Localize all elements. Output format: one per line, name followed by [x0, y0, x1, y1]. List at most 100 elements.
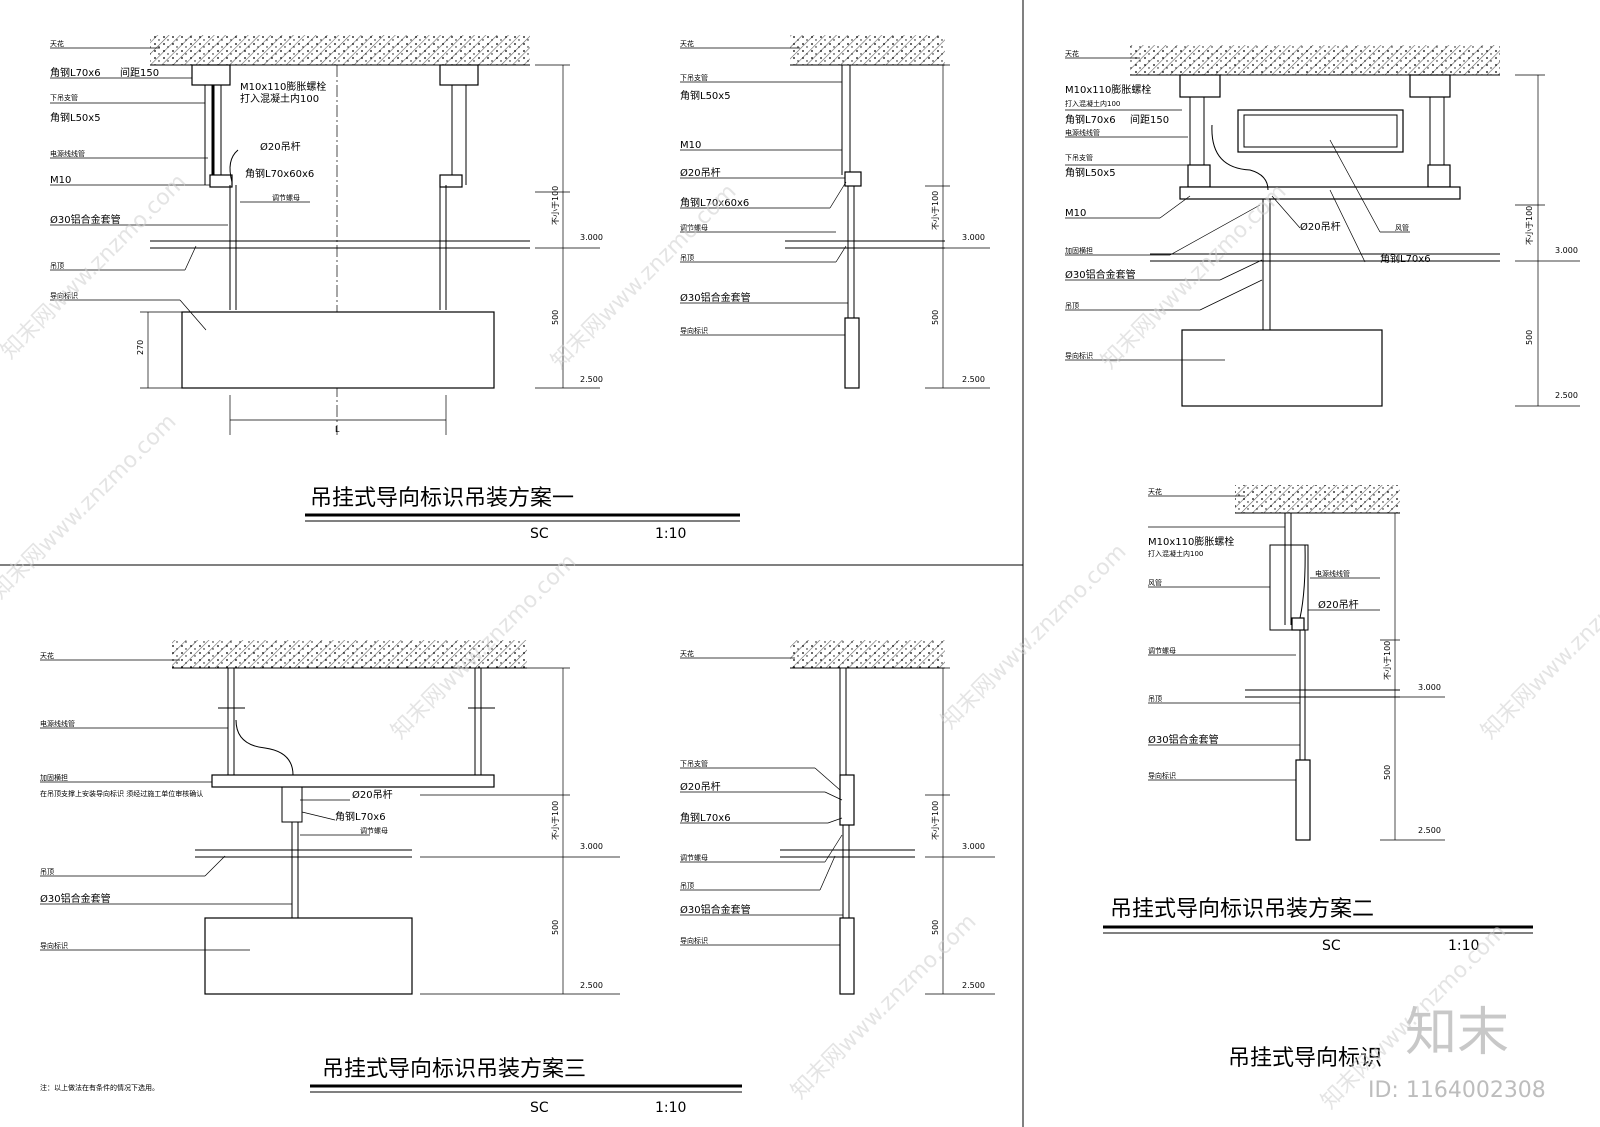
s1b-adjust-label: 调节螺母 [680, 223, 708, 232]
s3b-angle-label: 角钢L70x6 [680, 811, 731, 824]
s3b-ceilboard-label: 吊顶 [680, 882, 694, 890]
watermark-text-4: 知末网www.znzmo.com [0, 409, 181, 604]
s3b-hanger-label: 下吊支管 [680, 759, 708, 768]
watermark-text-6: 知末网www.znzmo.com [937, 539, 1132, 734]
s2-bolt-label: M10x110膨胀螺栓 [1065, 83, 1151, 96]
s3-angle-label: 角钢L70x6 [335, 810, 386, 823]
s2b-adjust-label: 调节螺母 [1148, 646, 1176, 655]
s1b-angle-label: 角钢L70x60x6 [680, 196, 749, 209]
s1-angle-label: 角钢L70x6 [50, 66, 101, 79]
watermark-text-2: 知末网www.znzmo.com [547, 179, 742, 374]
s1-rod-label: Ø20吊杆 [260, 141, 301, 153]
s1b-level-lower: 2.500 [962, 375, 985, 384]
s2b-rod-label: Ø20吊杆 [1318, 599, 1359, 611]
s1-ceiling-label: 天花 [50, 39, 64, 48]
s2-ceiling-label: 天花 [1065, 49, 1079, 58]
s1-spacing-label: 间距150 [120, 66, 159, 79]
s2-angle50-label: 角钢L50x5 [1065, 166, 1116, 179]
s2b-duct-label: 风管 [1148, 578, 1162, 587]
s2-dim-100: 不小于100 [1525, 206, 1534, 245]
s2b-dim-100: 不小于100 [1383, 641, 1392, 680]
s1-dim-100: 不小于100 [551, 186, 560, 225]
s2-level-lower: 2.500 [1555, 391, 1578, 400]
s3-dim-100: 不小于100 [551, 801, 560, 840]
scheme3-scale-code: SC [530, 1100, 549, 1116]
scheme2-title: 吊挂式导向标识吊装方案二 [1110, 897, 1374, 922]
scheme3-side-view [680, 640, 995, 995]
scheme2-side-view [1148, 485, 1445, 841]
s3b-sign-label: 导向标识 [680, 936, 708, 945]
s1-adjust-label: 调节螺母 [272, 193, 300, 202]
s1-dim-L: L [335, 425, 340, 434]
scheme2-title-block [1103, 925, 1533, 934]
scheme2-front-view [1065, 45, 1580, 407]
s2-rod-label: Ø20吊杆 [1300, 221, 1341, 233]
s1b-pipe-label: Ø30铝合金套管 [680, 291, 751, 304]
s3-note-label: 在吊顶支撑上安装导向标识 须经过施工单位审核确认 [40, 789, 203, 798]
s2-ceilboard-label: 吊顶 [1065, 302, 1079, 310]
s3b-level-lower: 2.500 [962, 981, 985, 990]
s1-embed-label: 打入混凝土内100 [240, 92, 319, 105]
s1b-m10-label: M10 [680, 140, 701, 151]
s3b-dim-500: 500 [931, 920, 940, 935]
s3-ceiling-label: 天花 [40, 651, 54, 660]
s1b-sign-label: 导向标识 [680, 326, 708, 335]
s3-level-upper: 3.000 [580, 842, 603, 851]
s2b-sign-label: 导向标识 [1148, 771, 1176, 780]
s2-crossbar-label: 加固横担 [1065, 246, 1093, 255]
s3-level-lower: 2.500 [580, 981, 603, 990]
s1-ceilboard-label: 吊顶 [50, 262, 64, 270]
s3-pipe-label: Ø30铝合金套管 [40, 892, 111, 905]
s3b-ceiling-label: 天花 [680, 649, 694, 658]
s3-rod-label: Ø20吊杆 [352, 789, 393, 801]
s2-sign-label: 导向标识 [1065, 351, 1093, 360]
s1b-ceilboard-label: 吊顶 [680, 254, 694, 262]
s1-bolt-label: M10x110膨胀螺栓 [240, 80, 326, 93]
scheme2-scale-ratio: 1:10 [1448, 938, 1479, 954]
image-id: ID: 1164002308 [1368, 1078, 1546, 1103]
s2-embed-label: 打入混凝土内100 [1065, 99, 1120, 108]
s2-hanger-label: 下吊支管 [1065, 153, 1093, 162]
scheme3-front-view [40, 640, 620, 995]
s3b-dim-100: 不小于100 [931, 801, 940, 840]
s2-spacing-label: 间距150 [1130, 113, 1169, 126]
footnote: 注：以上做法在有条件的情况下选用。 [40, 1083, 159, 1092]
s1-angle50-label: 角钢L50x5 [50, 111, 101, 124]
watermark-text-8: 知末网www.znzmo.com [787, 909, 982, 1104]
s3-crossbar-label: 加固横担 [40, 773, 68, 782]
scheme1-side-view [680, 35, 990, 389]
s2-angle-label: 角钢L70x6 [1065, 113, 1116, 126]
s2b-ceilboard-label: 吊顶 [1148, 695, 1162, 703]
s3-dim-500: 500 [551, 920, 560, 935]
watermark-text-7: 知末网www.znzmo.com [1477, 549, 1600, 744]
s1-m10-label: M10 [50, 175, 71, 186]
scheme3-scale-ratio: 1:10 [655, 1100, 686, 1116]
s1-level-lower: 2.500 [580, 375, 603, 384]
s3-ceilboard-label: 吊顶 [40, 868, 54, 876]
scheme2-scale-code: SC [1322, 938, 1341, 954]
s1-pipe-label: Ø30铝合金套管 [50, 213, 121, 226]
s1b-ceiling-label: 天花 [680, 39, 694, 48]
s1-sign-label: 导向标识 [50, 291, 78, 300]
s1-dim-270: 270 [136, 340, 145, 355]
scheme1-title-block [305, 513, 740, 522]
s1-cable-label: 电源线线管 [50, 149, 85, 158]
s2-level-upper: 3.000 [1555, 246, 1578, 255]
s2b-level-upper: 3.000 [1418, 683, 1441, 692]
s2-angle2-label: 角钢L70x6 [1380, 252, 1431, 265]
s1b-level-upper: 3.000 [962, 233, 985, 242]
s1-hanger-label: 下吊支管 [50, 93, 78, 102]
s3-sign-label: 导向标识 [40, 941, 68, 950]
s3-adjust-label: 调节螺母 [360, 826, 388, 835]
s2b-pipe-label: Ø30铝合金套管 [1148, 733, 1219, 746]
s2-dim-500: 500 [1525, 330, 1534, 345]
s3-cable-label: 电源线线管 [40, 719, 75, 728]
s2b-embed-label: 打入混凝土内100 [1148, 549, 1203, 558]
s2b-dim-500: 500 [1383, 765, 1392, 780]
s2-duct-label: 风管 [1395, 223, 1409, 232]
s2-m10-label: M10 [1065, 208, 1086, 219]
scheme3-title: 吊挂式导向标识吊装方案三 [322, 1057, 586, 1082]
s3b-pipe-label: Ø30铝合金套管 [680, 903, 751, 916]
scheme3-title-block [310, 1084, 742, 1093]
s1b-rod-label: Ø20吊杆 [680, 167, 721, 179]
